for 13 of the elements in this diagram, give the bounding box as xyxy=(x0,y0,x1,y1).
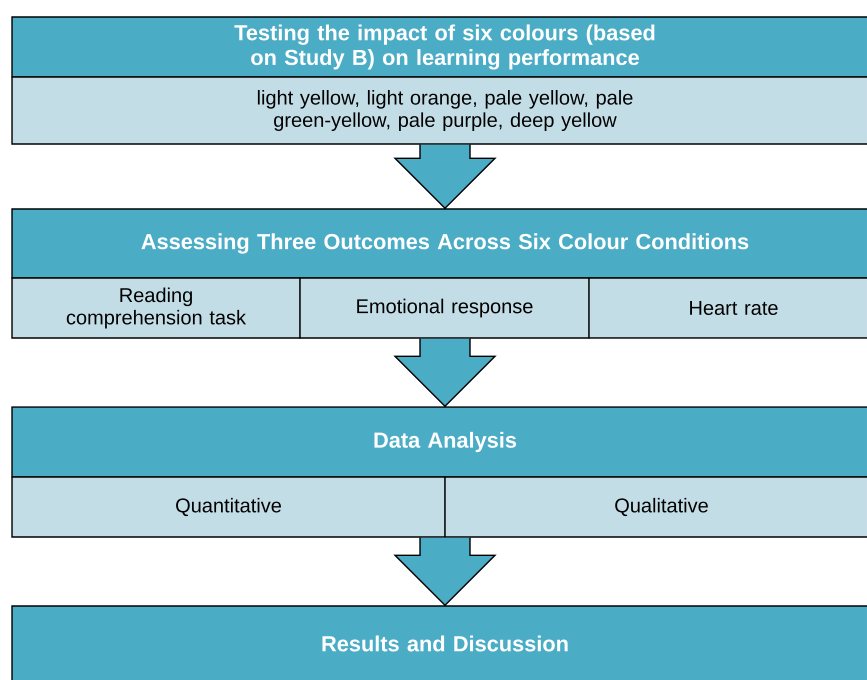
header-box: Testing the impact of six colours (based on Study B) on learning performance xyxy=(11,16,867,78)
cell-box: Qualitative xyxy=(444,476,867,538)
cell-box: light yellow, light orange, pale yellow, pale green-yellow, pale purple, deep yellow xyxy=(11,76,867,145)
header-box: Data Analysis xyxy=(11,406,867,478)
block-arrow xyxy=(393,537,497,606)
header-box: Assessing Three Outcomes Across Six Colour Conditions xyxy=(11,208,867,279)
cell-box: Heart rate xyxy=(588,277,867,339)
header-box: Results and Discussion xyxy=(11,605,867,680)
block-arrow xyxy=(393,144,497,210)
block-arrow xyxy=(393,338,497,408)
cell-box: Quantitative xyxy=(11,476,446,538)
cell-box: Emotional response xyxy=(299,277,590,339)
cell-box: Reading comprehension task xyxy=(11,277,301,339)
